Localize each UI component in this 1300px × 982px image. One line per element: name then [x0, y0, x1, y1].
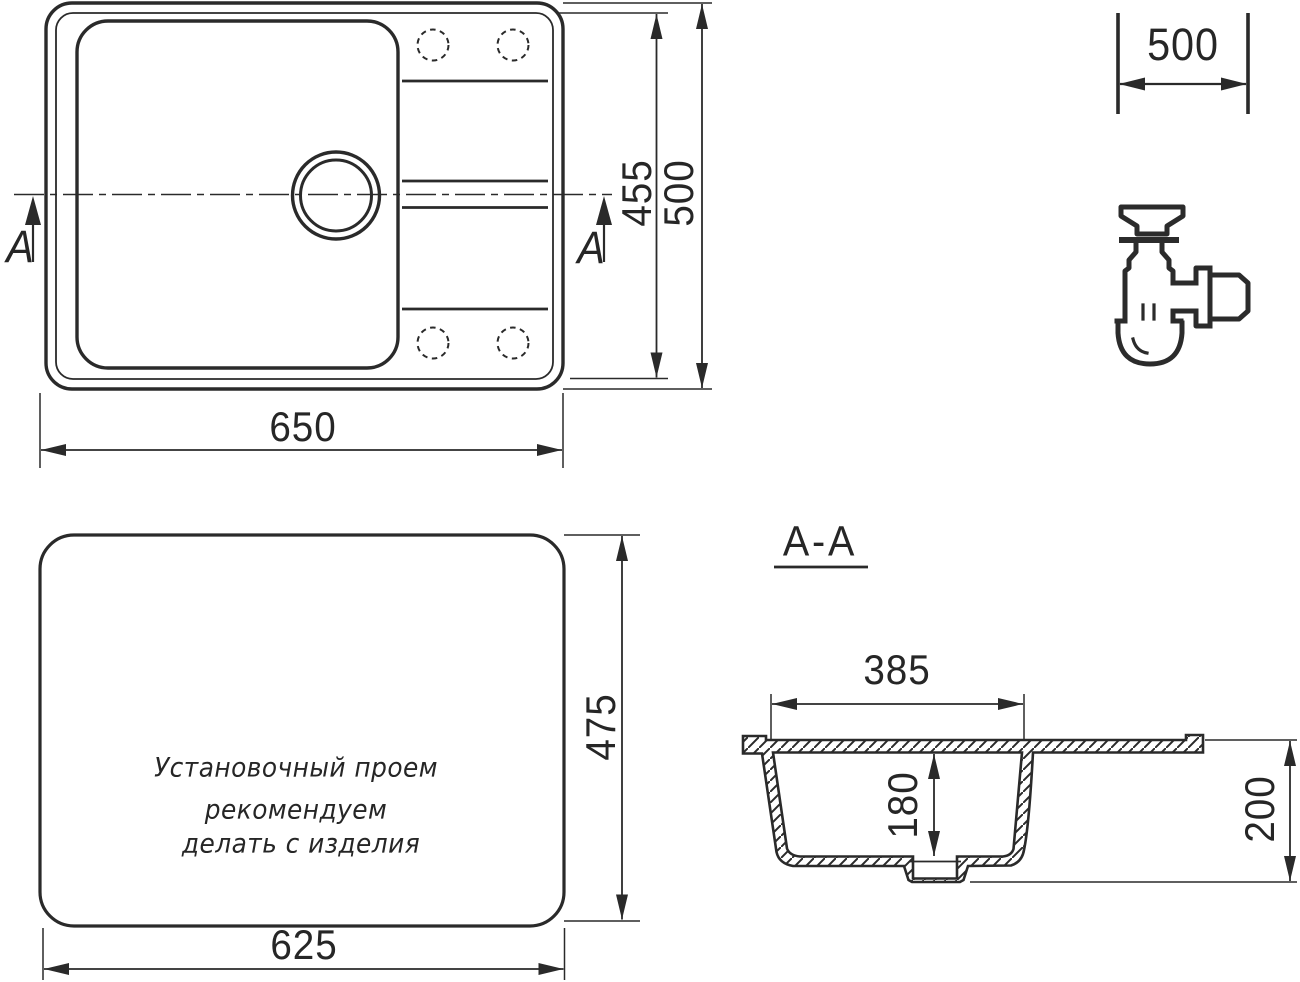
cutout-width-label: 625	[270, 921, 338, 968]
top-view-width-label: 650	[269, 403, 337, 450]
cutout-note-line2: рекомендуем	[204, 794, 388, 826]
drainboard-ribs	[402, 79, 548, 311]
section-letter-right: A	[577, 222, 605, 273]
dim-650	[39, 393, 564, 468]
section-title: A-A	[782, 517, 858, 566]
siphon-icon	[1114, 204, 1251, 367]
dim-385	[770, 694, 1025, 741]
depth-dimension	[1116, 13, 1250, 114]
section-view-drawing	[741, 565, 1297, 884]
top-view-drawing	[14, 1, 712, 468]
dim-455	[556, 12, 668, 380]
cutout-note-line1: Установочный проем	[154, 752, 438, 784]
cutout-view-drawing	[38, 533, 640, 980]
section-material	[741, 733, 1205, 884]
section-letter-left: A	[6, 221, 34, 272]
section-cut-arrows	[25, 196, 612, 262]
cutout-height-label: 475	[577, 693, 624, 761]
dim-625	[42, 928, 566, 980]
dim-180	[928, 754, 940, 856]
sink-outer-contour	[44, 1, 565, 391]
drain-hole	[290, 150, 382, 241]
dim-475	[564, 534, 640, 922]
tap-hole-markers	[416, 28, 530, 360]
cutout-contour	[38, 533, 566, 928]
top-view-inner-height-label: 455	[613, 159, 660, 227]
cutout-note-line3: делать с изделия	[181, 828, 421, 860]
top-view-outer-height-label: 500	[655, 159, 702, 227]
dim-500-height	[563, 2, 712, 390]
section-bowl-width-label: 385	[863, 646, 931, 693]
depth-dimension-label: 500	[1147, 19, 1219, 70]
section-bowl-depth-label: 180	[879, 771, 926, 839]
section-total-height-label: 200	[1236, 775, 1283, 843]
dim-200	[970, 739, 1297, 883]
sink-rim-contour	[55, 12, 554, 380]
